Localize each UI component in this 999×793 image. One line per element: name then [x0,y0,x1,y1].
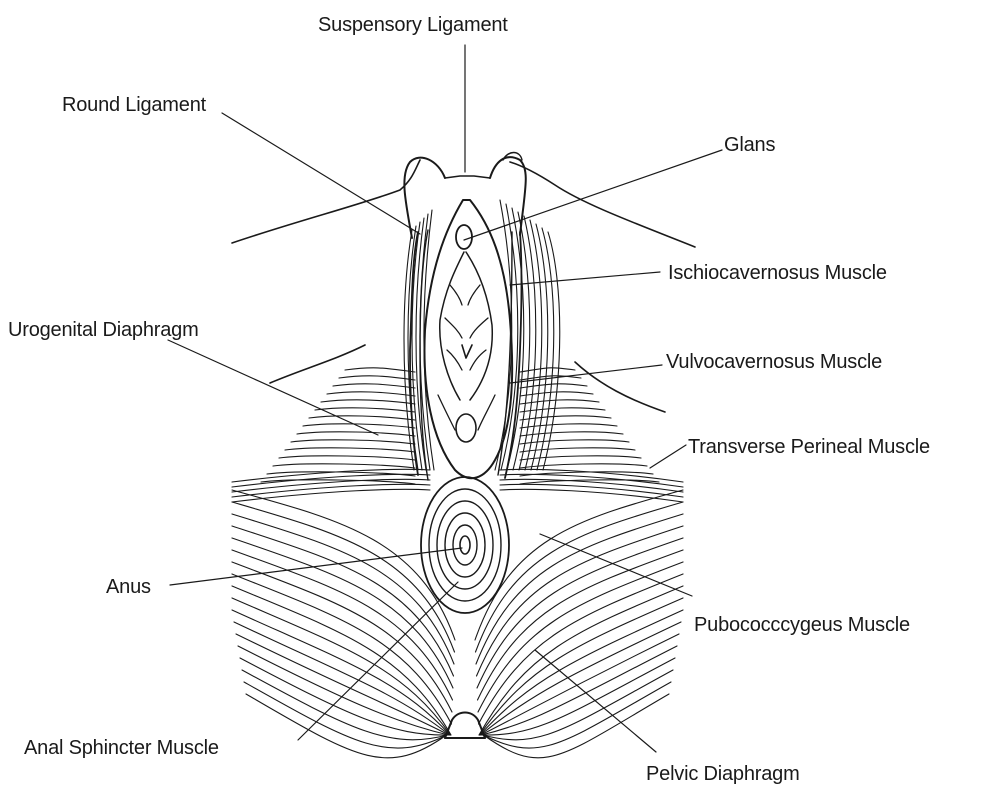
label-anus: Anus [106,576,151,598]
label-round-ligament: Round Ligament [62,94,206,116]
label-pubococcygeus-muscle: Pubococccygeus Muscle [694,614,910,636]
leader-lines [168,45,722,752]
glans-shape [456,225,472,249]
right-thigh-outline [510,162,695,247]
label-transverse-perineal-muscle: Transverse Perineal Muscle [688,436,930,458]
label-suspensory-ligament: Suspensory Ligament [318,14,508,36]
left-lower-thigh-curve [270,345,365,383]
prepuce-outline [404,158,445,238]
label-anal-sphincter-muscle: Anal Sphincter Muscle [24,737,219,759]
left-thigh-outline [232,160,420,243]
vestibule-outline [424,200,512,478]
label-pelvic-diaphragm: Pelvic Diaphragm [646,763,800,785]
anus-center [460,536,470,554]
label-urogenital-diaphragm: Urogenital Diaphragm [8,319,199,341]
anal-sphincter-rings [421,477,509,613]
label-vulvocavernosus-muscle: Vulvocavernosus Muscle [666,351,882,373]
label-glans: Glans [724,134,775,156]
label-ischiocavernosus-muscle: Ischiocavernosus Muscle [668,262,887,284]
